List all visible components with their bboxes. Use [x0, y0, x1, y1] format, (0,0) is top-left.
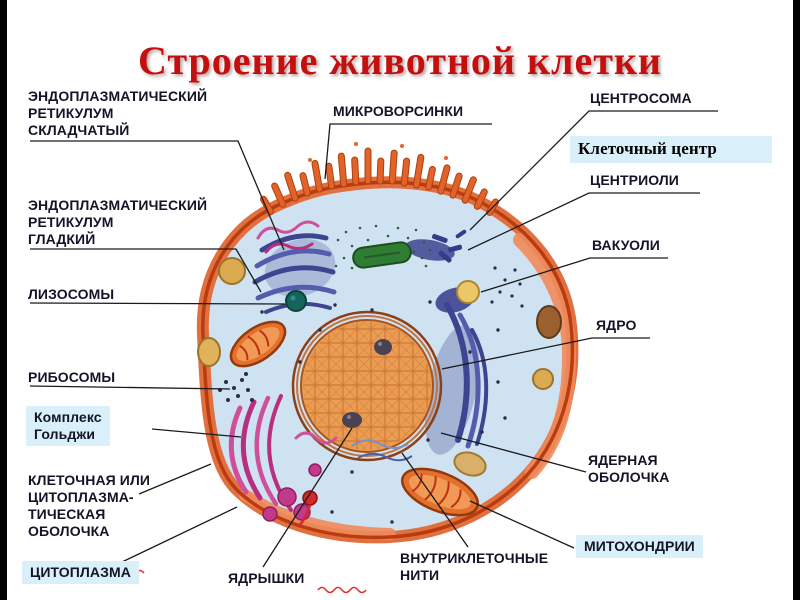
filaments-graphic [351, 439, 413, 462]
label-vacuoles: ВАКУОЛИ [592, 237, 660, 253]
green-organelle-graphic [334, 224, 432, 270]
label-er-rough: ЭНДОПЛАЗМАТИЧЕСКИЙ РЕТИКУЛУМ СКЛАДЧАТЫЙ [28, 88, 208, 139]
rough-er-graphic [252, 220, 337, 314]
label-ribosomes: РИБОСОМЫ [28, 369, 116, 385]
label-cytoplasm: ЦИТОПЛАЗМА [22, 561, 139, 585]
lysosome-graphic [285, 290, 307, 312]
label-nuclear-envelope: ЯДЕРНАЯ ОБОЛОЧКА [588, 452, 670, 486]
right-black-border [793, 0, 800, 600]
label-filaments: ВНУТРИКЛЕТОЧНЫЕ НИТИ [400, 550, 549, 584]
connector-lines [29, 110, 718, 568]
nucleus-graphic [291, 310, 443, 462]
label-golgi: Комплекс Гольджи [26, 406, 110, 447]
label-mitochondria: МИТОХОНДРИИ [576, 535, 703, 559]
label-nucleoli: ЯДРЫШКИ [228, 570, 305, 586]
red-organelle-graphic [297, 490, 318, 528]
microvilli-graphic [260, 142, 499, 216]
vacuoles-graphic [197, 257, 562, 477]
page-title: Строение животной клетки [138, 37, 662, 83]
left-black-border [0, 0, 7, 600]
label-microvilli: МИКРОВОРСИНКИ [333, 103, 464, 119]
label-lysosomes: ЛИЗОСОМЫ [28, 286, 115, 302]
mitochondria-graphic [229, 320, 480, 517]
smooth-er-graphic [405, 239, 489, 455]
label-nucleus: ЯДРО [596, 317, 637, 333]
label-membrane: КЛЕТОЧНАЯ ИЛИ ЦИТОПЛАЗМА- ТИЧЕСКАЯ ОБОЛО… [28, 472, 151, 540]
label-centrioles: ЦЕНТРИОЛИ [590, 172, 679, 188]
label-cell-center: Клеточный центр [570, 136, 772, 163]
label-centrosome: ЦЕНТРОСОМА [590, 90, 692, 106]
label-er-smooth: ЭНДОПЛАЗМАТИЧЕСКИЙ РЕТИКУЛУМ ГЛАДКИЙ [28, 197, 208, 248]
centrioles-graphic [432, 229, 467, 263]
